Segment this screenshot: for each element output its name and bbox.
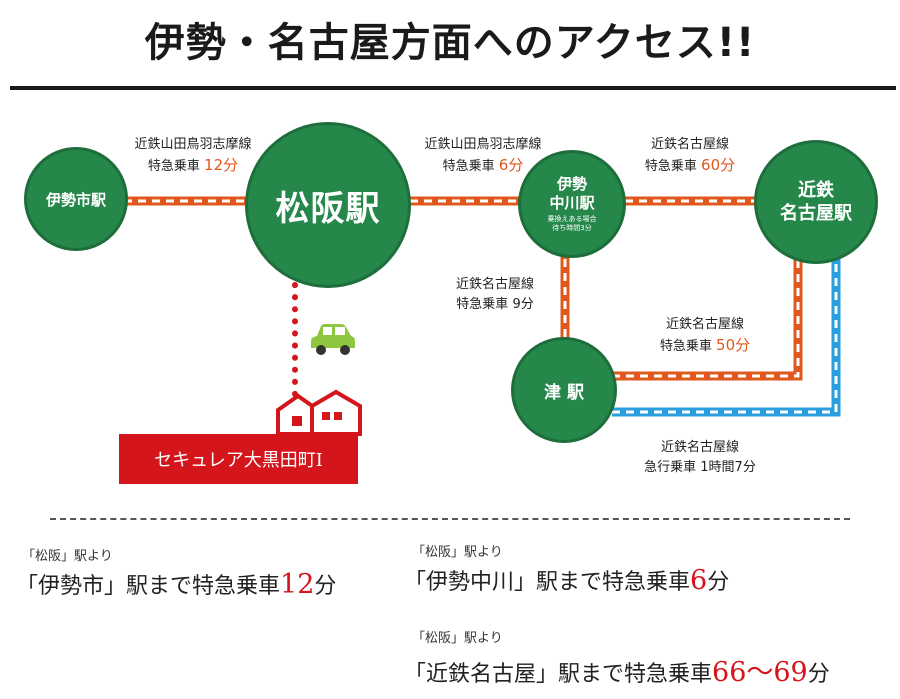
summary-from-2: 「松阪」駅より: [412, 545, 503, 560]
destination-banner: セキュレア大黒田町Ⅰ: [119, 434, 358, 484]
transfer-note: 乗換えある場合待ち時間3分: [547, 215, 597, 232]
section-divider: [50, 518, 850, 520]
title-divider: [10, 86, 896, 90]
summary-from-1: 「松阪」駅より: [22, 549, 113, 564]
station-kintetsu-nagoya: 近鉄 名古屋駅: [754, 140, 878, 264]
route-label-nakagawa-nagoya: 近鉄名古屋線 特急乗車 60分: [644, 137, 736, 174]
car-icon: [311, 324, 355, 355]
line-tsu-nagoya-express: [612, 258, 803, 381]
line-tsu-nagoya-rapid: [612, 258, 841, 417]
station-matsusaka: 松阪駅: [245, 122, 411, 288]
summary-from-3: 「松阪」駅より: [412, 631, 503, 646]
route-label-ise-matsusaka: 近鉄山田鳥羽志摩線 特急乗車 12分: [134, 137, 252, 174]
page-title: 伊勢・名古屋方面へのアクセス!!: [144, 20, 756, 66]
summary-line-2: 「伊勢中川」駅まで特急乗車6分: [404, 565, 730, 596]
route-label-nakagawa-tsu: 近鉄名古屋線 特急乗車 9分: [455, 277, 534, 312]
summary-line-3: 「近鉄名古屋」駅まで特急乗車66～69分: [404, 657, 830, 688]
house-icon: [276, 389, 362, 436]
station-ise: 伊勢市駅: [24, 147, 128, 251]
summary-line-1: 「伊勢市」駅まで特急乗車12分: [16, 569, 337, 600]
route-label-tsu-nagoya-express: 近鉄名古屋線 特急乗車 50分: [659, 317, 751, 354]
station-tsu: 津 駅: [511, 337, 617, 443]
route-label-tsu-nagoya-rapid: 近鉄名古屋線 急行乗車 1時間7分: [644, 440, 756, 475]
station-ise-nakagawa: 伊勢 中川駅 乗換えある場合待ち時間3分: [518, 150, 626, 258]
route-label-matsusaka-nakagawa: 近鉄山田鳥羽志摩線 特急乗車 6分: [424, 137, 542, 174]
